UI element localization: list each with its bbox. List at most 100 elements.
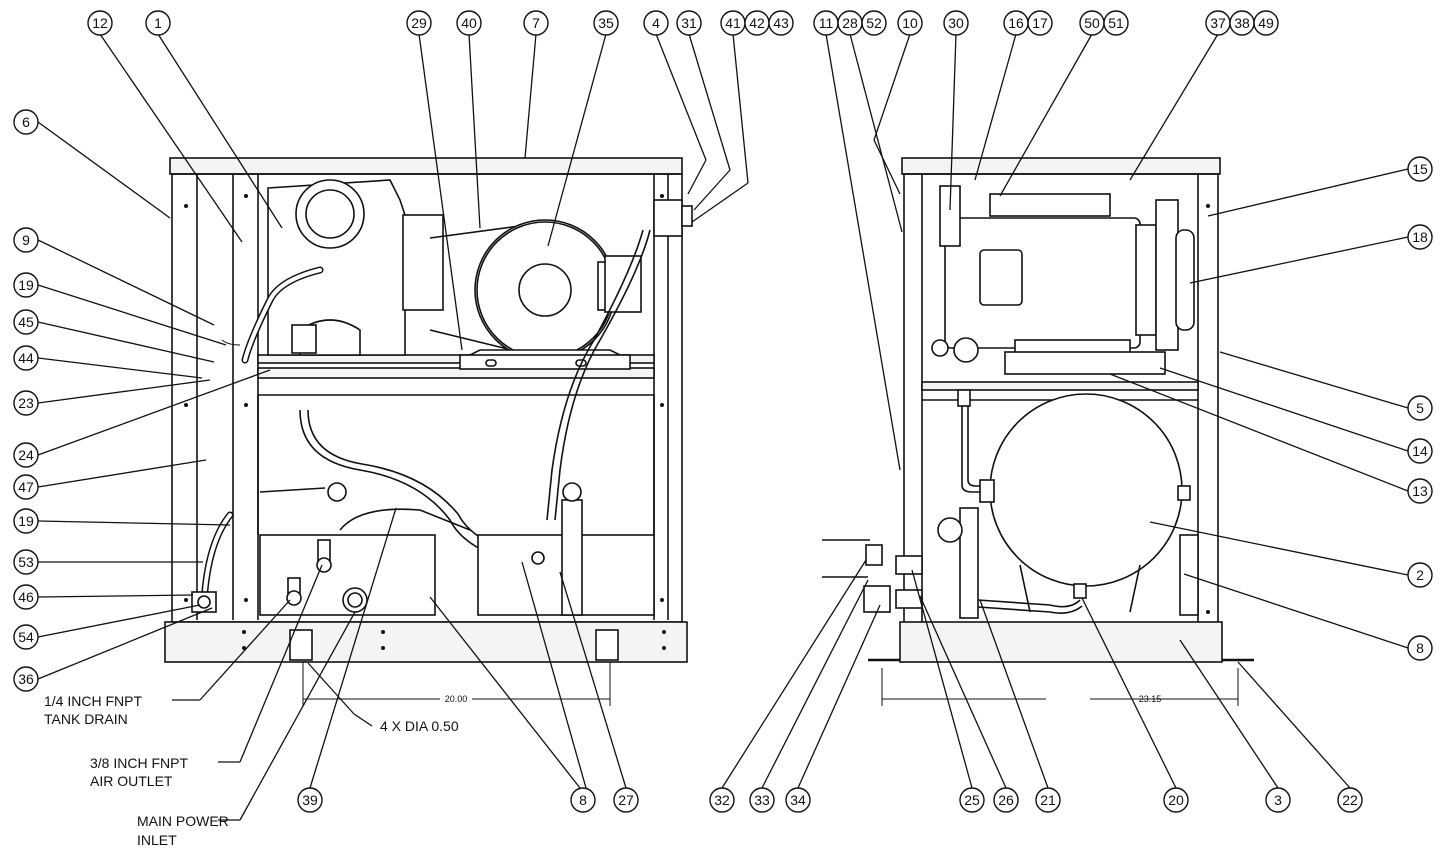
svg-text:19: 19 <box>18 277 34 293</box>
mount-foot-right <box>595 629 619 661</box>
svg-text:49: 49 <box>1258 15 1274 31</box>
svg-text:24: 24 <box>18 447 34 463</box>
svg-text:15: 15 <box>1412 161 1428 177</box>
callout-9: 9 <box>13 227 39 253</box>
callout-32: 32 <box>709 787 735 813</box>
callout-15: 15 <box>1407 156 1433 182</box>
callout-19b: 19 <box>13 508 39 534</box>
callout-30: 30 <box>943 10 969 36</box>
callout-53: 53 <box>13 549 39 575</box>
svg-text:9: 9 <box>22 232 30 248</box>
top-cover <box>169 157 683 175</box>
svg-text:45: 45 <box>18 314 34 330</box>
svg-text:22: 22 <box>1342 792 1358 808</box>
side-shelf <box>921 381 1199 391</box>
callout-8a: 8 <box>570 787 596 813</box>
callout-34: 34 <box>785 787 811 813</box>
note-main-power-line1: MAIN POWER <box>137 813 229 829</box>
dimension-front: 20.00 <box>302 662 611 706</box>
svg-text:27: 27 <box>618 792 634 808</box>
callout-23: 23 <box>13 390 39 416</box>
shelf-rail <box>257 367 655 379</box>
callout-25: 25 <box>959 787 985 813</box>
svg-text:10: 10 <box>902 15 918 31</box>
air-tank <box>989 393 1183 587</box>
valve-upper <box>865 544 883 566</box>
callout-39: 39 <box>297 787 323 813</box>
callout-4: 4 <box>643 10 669 36</box>
callout-50: 50 <box>1079 10 1105 36</box>
svg-text:36: 36 <box>18 671 34 687</box>
notes: 1/4 INCH FNPT TANK DRAIN 3/8 INCH FNPT A… <box>44 693 459 848</box>
svg-text:44: 44 <box>18 350 34 366</box>
compressor-pump <box>267 179 406 356</box>
callout-41: 41 <box>720 10 746 36</box>
svg-text:37: 37 <box>1210 15 1226 31</box>
dimension-side: 23.15 <box>881 668 1239 706</box>
svg-text:30: 30 <box>948 15 964 31</box>
callout-40: 40 <box>456 10 482 36</box>
callout-54: 54 <box>13 624 39 650</box>
note-air-outlet-line1: 3/8 INCH FNPT <box>90 755 188 771</box>
svg-text:47: 47 <box>18 479 34 495</box>
svg-text:11: 11 <box>819 15 834 31</box>
callout-7: 7 <box>523 10 549 36</box>
svg-text:33: 33 <box>754 792 770 808</box>
side-motor <box>931 185 1195 375</box>
svg-text:8: 8 <box>1416 640 1424 656</box>
note-mount-holes: 4 X DIA 0.50 <box>380 718 459 734</box>
svg-text:51: 51 <box>1108 15 1124 31</box>
callout-24: 24 <box>13 442 39 468</box>
svg-text:7: 7 <box>532 15 540 31</box>
callout-38: 38 <box>1229 10 1255 36</box>
callout-52: 52 <box>861 10 887 36</box>
callout-1: 1 <box>145 10 171 36</box>
callout-42: 42 <box>744 10 770 36</box>
callout-29: 29 <box>406 10 432 36</box>
svg-text:12: 12 <box>92 15 108 31</box>
callout-2: 2 <box>1407 562 1433 588</box>
drain-hose <box>201 511 234 594</box>
svg-text:2: 2 <box>1416 567 1424 583</box>
callout-46: 46 <box>13 584 39 610</box>
svg-text:20: 20 <box>1168 792 1184 808</box>
manifold <box>561 499 583 616</box>
svg-text:39: 39 <box>302 792 318 808</box>
side-manifold <box>959 507 979 619</box>
svg-text:18: 18 <box>1412 229 1428 245</box>
front-view <box>164 157 693 663</box>
callout-6: 6 <box>13 109 39 135</box>
svg-text:29: 29 <box>411 15 427 31</box>
callout-45: 45 <box>13 309 39 335</box>
svg-text:42: 42 <box>749 15 765 31</box>
callout-35: 35 <box>593 10 619 36</box>
callout-31: 31 <box>676 10 702 36</box>
svg-text:46: 46 <box>18 589 34 605</box>
dimension-width-side: 23.15 <box>1139 694 1162 704</box>
note-tank-drain-line2: TANK DRAIN <box>44 711 128 727</box>
note-tank-drain-line1: 1/4 INCH FNPT <box>44 693 142 709</box>
callout-20: 20 <box>1163 787 1189 813</box>
callout-18: 18 <box>1407 224 1433 250</box>
callout-13: 13 <box>1407 478 1433 504</box>
svg-text:21: 21 <box>1040 792 1056 808</box>
pressure-switch <box>653 199 683 237</box>
svg-text:38: 38 <box>1234 15 1250 31</box>
pump-housing <box>402 214 444 311</box>
svg-text:32: 32 <box>714 792 730 808</box>
callout-17: 17 <box>1027 10 1053 36</box>
callout-27: 27 <box>613 787 639 813</box>
svg-text:28: 28 <box>842 15 858 31</box>
callout-51: 51 <box>1103 10 1129 36</box>
svg-text:40: 40 <box>461 15 477 31</box>
svg-text:13: 13 <box>1412 483 1428 499</box>
leader-lines <box>37 33 1409 821</box>
svg-text:31: 31 <box>681 15 697 31</box>
svg-text:23: 23 <box>18 395 34 411</box>
svg-text:54: 54 <box>18 629 34 645</box>
note-air-outlet-line2: AIR OUTLET <box>90 773 173 789</box>
callout-28: 28 <box>837 10 863 36</box>
note-main-power-line2: INLET <box>137 832 177 848</box>
svg-text:50: 50 <box>1084 15 1100 31</box>
